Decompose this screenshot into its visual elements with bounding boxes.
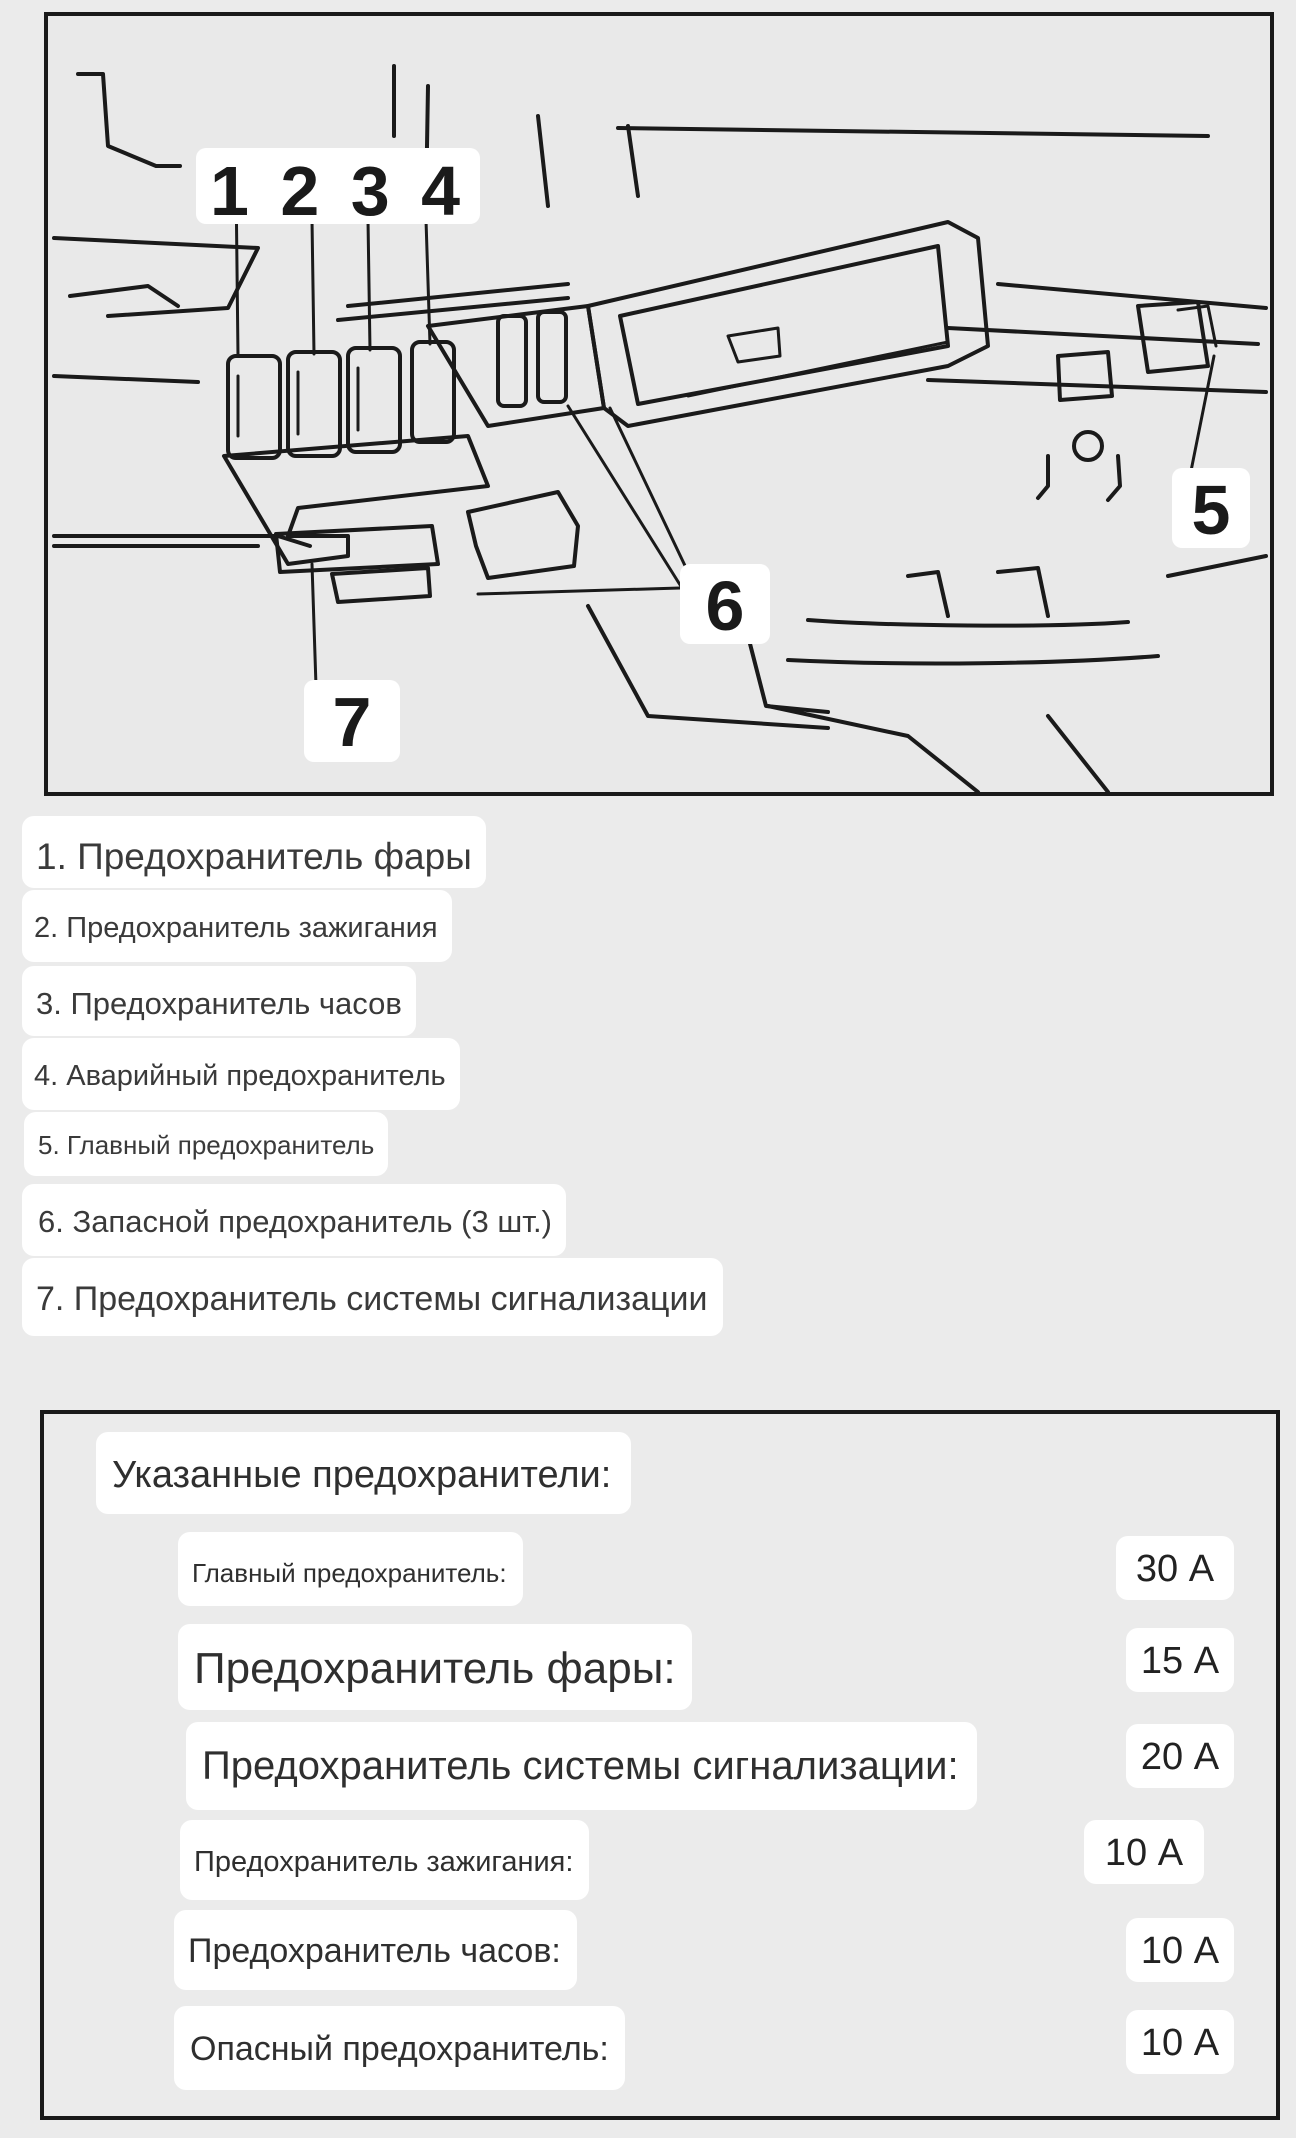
callout-alarm-fuse: 7	[304, 680, 400, 762]
spec-value: 10 А	[1126, 1918, 1234, 1982]
spec-value: 20 А	[1126, 1724, 1234, 1788]
spec-name: Предохранитель часов:	[174, 1910, 577, 1990]
spec-name: Главный предохранитель:	[178, 1532, 523, 1606]
specs-title: Указанные предохранители:	[96, 1432, 632, 1514]
legend-item: 5. Главный предохранитель	[24, 1112, 389, 1176]
legend-item: 1. Предохранитель фары	[22, 816, 486, 888]
legend-item: 6. Запасной предохранитель (3 шт.)	[22, 1184, 566, 1256]
callout-spare-fuses: 6	[680, 564, 770, 644]
fuse-box-illustration	[52, 64, 1268, 792]
fuse-location-diagram: 1 2 3 4 5 6 7	[44, 12, 1274, 796]
specified-fuses-panel: Указанные предохранители: Главный предох…	[40, 1410, 1280, 2120]
spec-value: 30 А	[1116, 1536, 1234, 1600]
legend-item: 4. Аварийный предохранитель	[22, 1038, 460, 1110]
callout-fuses-1-4: 1 2 3 4	[196, 148, 481, 226]
legend-item: 7. Предохранитель системы сигнализации	[22, 1258, 724, 1336]
spec-value: 10 А	[1084, 1820, 1204, 1884]
legend-item: 2. Предохранитель зажигания	[22, 890, 452, 962]
spec-name: Предохранитель фары:	[178, 1624, 692, 1710]
spec-value: 15 А	[1126, 1628, 1234, 1692]
spec-name: Опасный предохранитель:	[174, 2006, 625, 2090]
callout-main-fuse: 5	[1172, 468, 1250, 548]
spec-name: Предохранитель системы сигнализации:	[186, 1722, 977, 1810]
spec-value: 10 А	[1126, 2010, 1234, 2074]
legend-item: 3. Предохранитель часов	[22, 966, 416, 1036]
spec-name: Предохранитель зажигания:	[180, 1820, 590, 1900]
